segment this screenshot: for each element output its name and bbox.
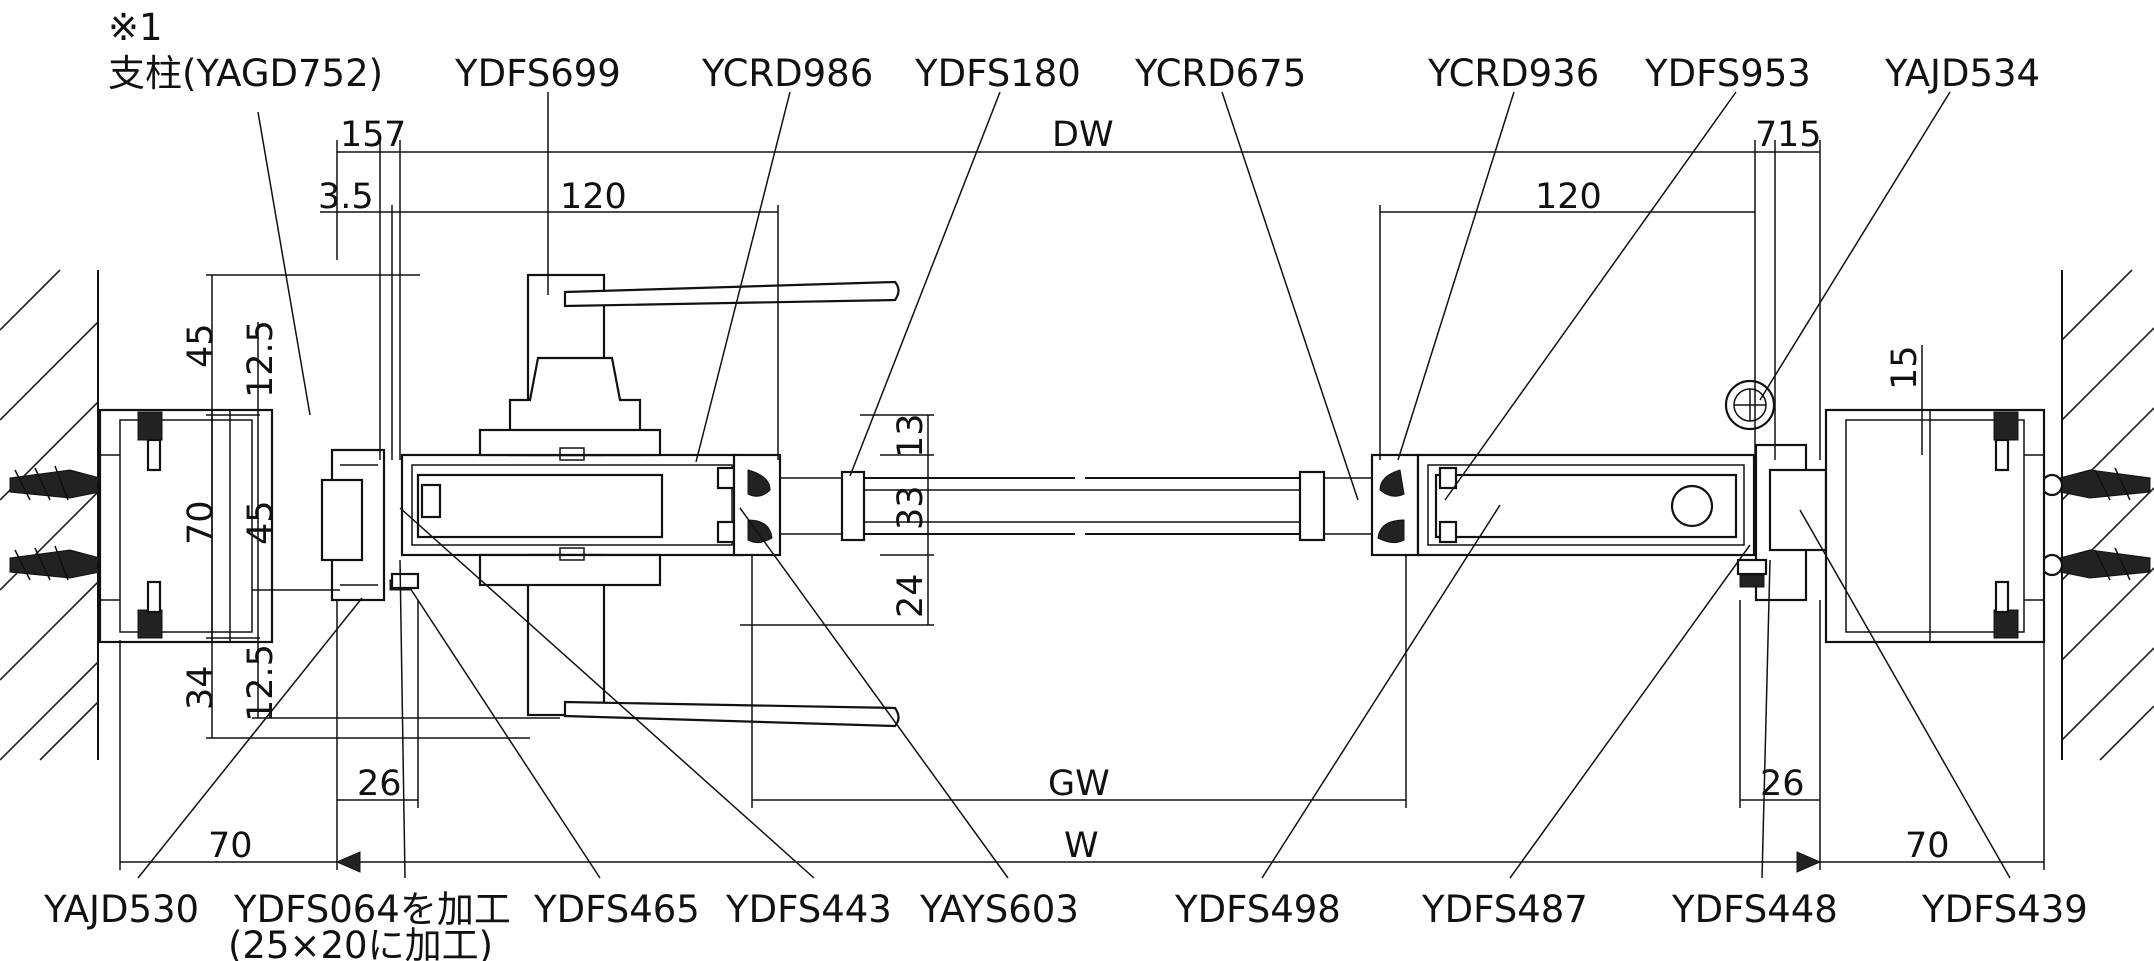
dim-70-left: 70 (208, 826, 253, 866)
label-ydfs180: YDFS180 (914, 52, 1081, 95)
glass-pane (864, 477, 1300, 535)
label-post: 支柱(YAGD752) (108, 52, 383, 95)
dim-15-right: 15 (1777, 115, 1822, 155)
label-yajd534: YAJD534 (1884, 52, 2040, 95)
lever-handle-and-lock (478, 273, 900, 728)
label-ydfs487: YDFS487 (1421, 888, 1588, 931)
label-ycrd675: YCRD675 (1134, 52, 1306, 95)
left-jamb (320, 448, 420, 602)
leader-lines (137, 91, 2011, 879)
right-anchor-bottom (2040, 547, 2151, 581)
label-ydfs953: YDFS953 (1644, 52, 1811, 95)
dim-26-left: 26 (357, 764, 402, 804)
label-yajd530: YAJD530 (43, 888, 199, 931)
left-door-leaf (400, 453, 744, 557)
dimension-lines (119, 140, 2045, 873)
dim-gw: GW (1048, 764, 1110, 804)
label-ydfs443: YDFS443 (725, 888, 892, 931)
label-ydfs448: YDFS448 (1671, 888, 1838, 931)
dim-34: 34 (181, 665, 221, 710)
dim-dw: DW (1052, 115, 1114, 155)
right-wall (2061, 269, 2154, 761)
dim-120-right: 120 (1535, 177, 1602, 217)
label-ycrd986: YCRD986 (701, 52, 873, 95)
dim-26-right: 26 (1760, 764, 1805, 804)
dim-70-right: 70 (1905, 826, 1950, 866)
dim-45-mid: 45 (241, 500, 281, 545)
right-door-leaf (1416, 453, 1756, 557)
dim-7-right: 7 (1755, 115, 1777, 155)
dim-15-vertical: 15 (1885, 345, 1925, 390)
note-mark: ※1 (108, 6, 163, 49)
left-post (98, 408, 274, 644)
left-glazing-bead (732, 453, 866, 557)
left-wall (0, 269, 99, 761)
dim-13: 13 (891, 413, 931, 458)
label-ydfs465: YDFS465 (533, 888, 700, 931)
dim-45-top: 45 (181, 323, 221, 368)
dim-15-left: 15 (340, 115, 385, 155)
dim-7-left: 7 (384, 115, 406, 155)
dim-33: 33 (891, 485, 931, 530)
label-yays603: YAYS603 (919, 888, 1079, 931)
dim-3-5: 3.5 (318, 177, 374, 217)
label-ydfs439: YDFS439 (1921, 888, 2088, 931)
right-glazing-bead (1298, 453, 1420, 557)
label-ycrd936: YCRD936 (1427, 52, 1599, 95)
right-post (1824, 408, 2046, 644)
dim-12-5-top: 12.5 (241, 320, 281, 398)
dim-w: W (1064, 826, 1099, 866)
label-ydfs498: YDFS498 (1174, 888, 1341, 931)
dim-70-vertical: 70 (181, 500, 221, 545)
dim-120-left: 120 (560, 177, 627, 217)
dim-24: 24 (891, 573, 931, 618)
label-ydfs064: YDFS064を加工 (233, 888, 511, 931)
right-anchor-top (2040, 467, 2151, 501)
label-ydfs064-note: (25×20に加工) (228, 924, 493, 961)
dim-12-5-bottom: 12.5 (241, 644, 281, 722)
label-ydfs699: YDFS699 (454, 52, 621, 95)
